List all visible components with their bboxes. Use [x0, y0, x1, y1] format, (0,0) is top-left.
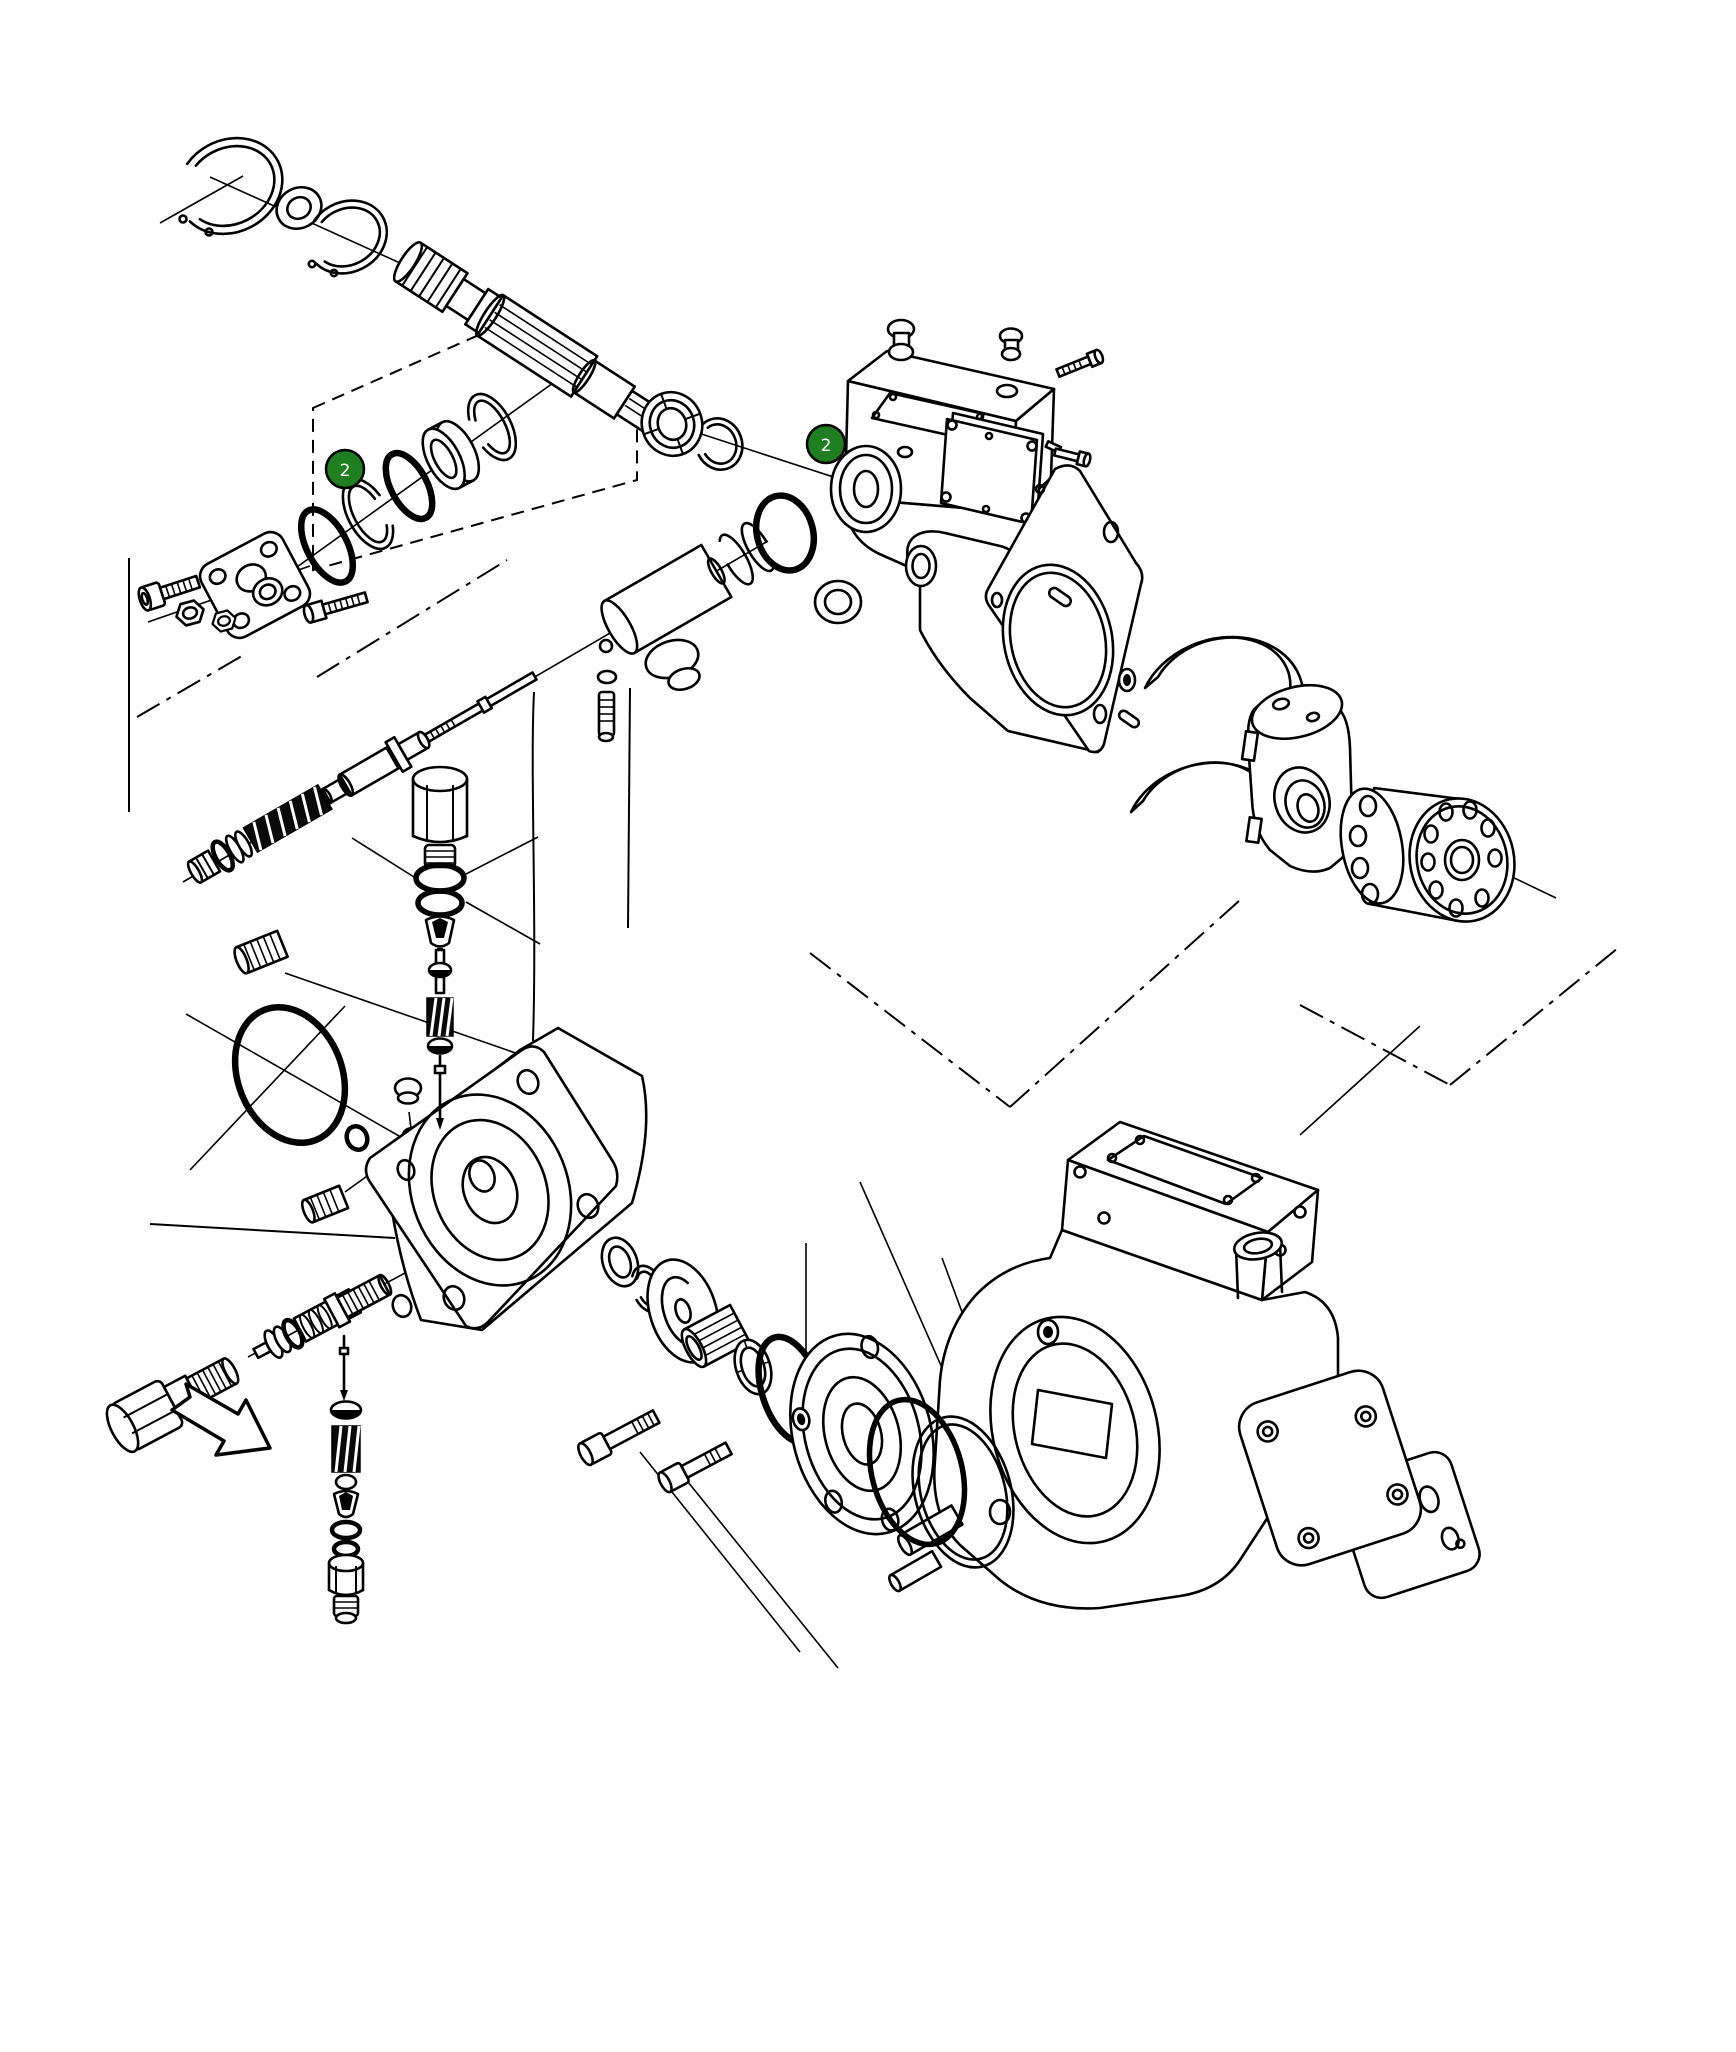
ring-curl-icon [307, 259, 317, 269]
gear-pump [1237, 1369, 1481, 1600]
o-ring-seal [382, 449, 436, 523]
retaining-ring-large-1 [176, 136, 284, 236]
socket-cap-screw [577, 1409, 661, 1467]
callout-circle[interactable] [805, 423, 847, 465]
body-o-ring-large [231, 1003, 349, 1147]
domed-plug [393, 1077, 423, 1105]
complete-pump-assembly [888, 1120, 1481, 1610]
phantom-section-lines [136, 559, 1619, 1108]
o-ring-seal [297, 506, 357, 586]
set-screw [233, 929, 289, 975]
hex-bolt [302, 591, 369, 624]
housing-o-ring [752, 492, 818, 574]
callout-2-housing[interactable]: 2 [805, 423, 847, 465]
second-pump-body [364, 1026, 648, 1332]
bearing-circlip [694, 417, 744, 471]
body-o-ring-small [344, 1124, 370, 1152]
set-screw [300, 1184, 350, 1224]
ring-curl-icon [329, 268, 339, 278]
ring-curl-icon [204, 227, 214, 237]
servo-rod-assembly [186, 521, 776, 884]
relief-valve-stack-upper [411, 765, 469, 1130]
socket-screw [137, 574, 202, 612]
socket-cap-screw [657, 1441, 733, 1494]
shaft-snap-ring-2 [466, 392, 518, 462]
callout-label: 2 [340, 461, 351, 481]
seal-kit-dashed-box [312, 325, 638, 572]
hex-nut [175, 599, 205, 627]
control-spool-assembly [252, 1273, 393, 1360]
shaft-seal-cup [421, 419, 481, 491]
relief-valve-stack-lower [327, 1334, 365, 1625]
ball-bearing [640, 390, 704, 458]
callout-circle[interactable] [324, 448, 366, 490]
shaft-washer-ring [275, 186, 323, 230]
hex-nut [211, 609, 237, 633]
drive-shaft [392, 241, 665, 436]
direction-arrow-icon [170, 1382, 272, 1457]
callout-2-seal-kit[interactable]: 2 [324, 448, 366, 490]
pump-housing [596, 318, 1144, 754]
pump-seal-ring-b [911, 1415, 1015, 1569]
retaining-ring-large-2 [305, 199, 389, 275]
cylinder-block [1339, 786, 1516, 923]
coupling-parts [600, 1236, 1015, 1569]
ring-curl-icon [178, 214, 188, 224]
callout-label: 2 [821, 436, 832, 456]
swashplate [1240, 684, 1354, 873]
